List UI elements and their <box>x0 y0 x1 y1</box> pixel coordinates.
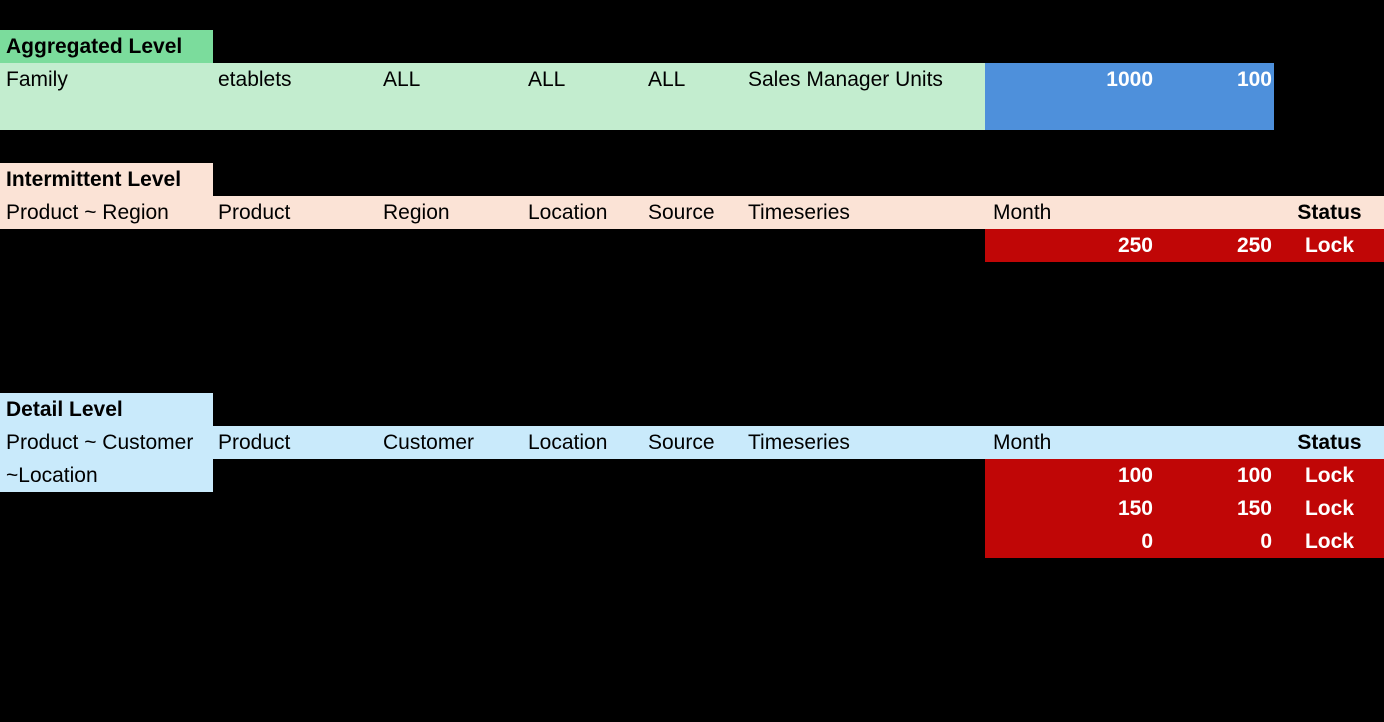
aggregated-row-background <box>0 63 985 130</box>
intermittent-level-header: Intermittent Level <box>0 163 213 196</box>
column-header-timeseries: Timeseries <box>748 201 850 224</box>
cell-intermittent-level: Product ~ Region <box>6 201 169 224</box>
detail-level-title: Detail Level <box>6 398 123 421</box>
detail-value-row: 150 150 Lock <box>0 492 1384 525</box>
column-header-timeseries: Timeseries <box>748 431 850 454</box>
cell-intermittent-qty-value[interactable]: 250 <box>1117 234 1153 257</box>
cell-aggregated-rate-value[interactable]: 100 <box>1236 68 1272 91</box>
cell-aggregated-qty-value[interactable]: 1000 <box>1106 68 1153 91</box>
aggregated-level-title: Aggregated Level <box>6 35 183 58</box>
cell-detail-level-line2: ~Location <box>6 464 98 487</box>
column-header-source: Source <box>648 201 715 224</box>
intermittent-value-row: 250 250 Lock <box>0 229 1384 262</box>
cell-aggregated-product: etablets <box>218 68 292 91</box>
column-header-product: Product <box>218 201 291 224</box>
column-header-source: Source <box>648 431 715 454</box>
column-header-product: Product <box>218 431 291 454</box>
cell-aggregated-location: ALL <box>528 68 566 91</box>
column-header-month: Month <box>993 201 1052 224</box>
intermittent-columns-background <box>0 196 1384 229</box>
aggregated-data-row: Family etablets ALL ALL ALL Sales Manage… <box>0 63 1384 96</box>
cell-detail-rate-value[interactable]: 0 <box>1260 530 1272 553</box>
cell-aggregated-source: ALL <box>648 68 686 91</box>
aggregated-level-header: Aggregated Level <box>0 30 213 63</box>
cell-aggregated-region: ALL <box>383 68 421 91</box>
intermittent-values-block[interactable] <box>985 229 1384 262</box>
detail-value-row: 0 0 Lock <box>0 525 1384 558</box>
column-header-location: Location <box>528 431 608 454</box>
column-header-status: Status <box>1297 431 1362 454</box>
aggregated-values-block[interactable] <box>985 63 1274 130</box>
column-header-region: Region <box>383 201 450 224</box>
detail-level-header: Detail Level <box>0 393 213 426</box>
cell-aggregated-measure: Sales Manager Units <box>748 68 943 91</box>
cell-detail-qty-value[interactable]: 100 <box>1117 464 1153 487</box>
cell-intermittent-rate-value[interactable]: 250 <box>1236 234 1272 257</box>
cell-detail-lock-status[interactable]: Lock <box>1304 497 1354 520</box>
detail-level-wrap-row: ~Location <box>0 459 1384 492</box>
cell-detail-lock-status[interactable]: Lock <box>1304 530 1354 553</box>
cell-detail-lock-status[interactable]: Lock <box>1304 464 1354 487</box>
column-header-location: Location <box>528 201 608 224</box>
detail-columns-background <box>0 426 1384 459</box>
cell-detail-qty-value[interactable]: 150 <box>1117 497 1153 520</box>
detail-values-block[interactable] <box>985 459 1384 558</box>
column-header-status: Status <box>1297 201 1362 224</box>
column-header-month: Month <box>993 431 1052 454</box>
cell-intermittent-lock-status[interactable]: Lock <box>1304 234 1354 257</box>
intermittent-columns-row: Product ~ Region Product Region Location… <box>0 196 1384 229</box>
cell-detail-qty-value[interactable]: 0 <box>1141 530 1153 553</box>
intermittent-level-title: Intermittent Level <box>6 168 182 191</box>
detail-level-cell-background <box>0 459 213 492</box>
detail-value-row: 100 100 Lock <box>0 459 1384 492</box>
cell-detail-level-line1: Product ~ Customer <box>6 431 194 454</box>
cell-detail-rate-value[interactable]: 150 <box>1236 497 1272 520</box>
cell-detail-rate-value[interactable]: 100 <box>1236 464 1272 487</box>
column-header-customer: Customer <box>383 431 475 454</box>
detail-columns-row: Product ~ Customer Product Customer Loca… <box>0 426 1384 459</box>
cell-aggregated-level: Family <box>6 68 68 91</box>
